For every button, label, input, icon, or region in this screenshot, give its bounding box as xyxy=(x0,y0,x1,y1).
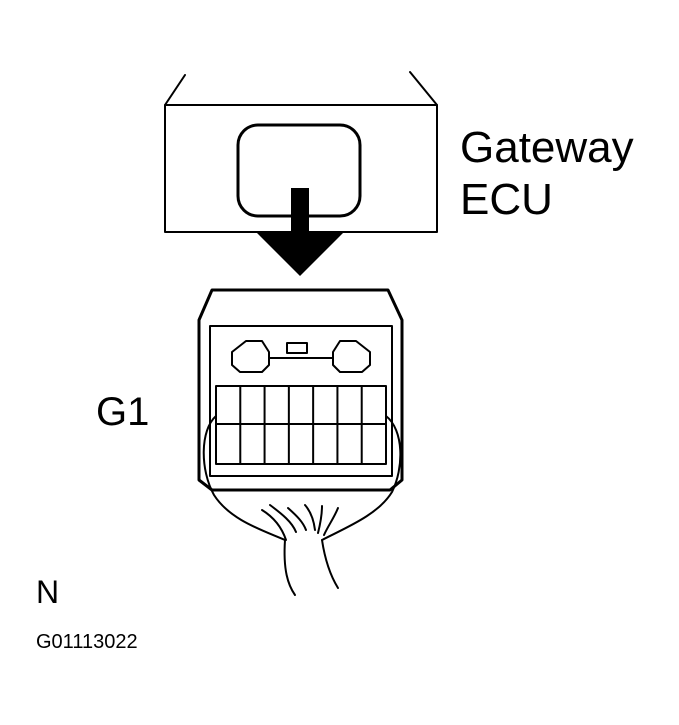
insert-arrow-icon xyxy=(256,188,344,276)
terminal-cells xyxy=(239,385,363,465)
wire-bundle xyxy=(202,415,402,596)
connector-label: G1 xyxy=(96,390,150,434)
terminal-grid xyxy=(215,385,387,465)
ecu-label-line1: Gateway xyxy=(460,123,634,172)
connector-latch xyxy=(231,340,371,373)
connector-housing-inner xyxy=(209,325,393,477)
connector-housing xyxy=(197,288,404,492)
figure-code-label: G01113022 xyxy=(36,631,138,653)
ecu-label-line2: ECU xyxy=(460,175,553,224)
view-note-label: N xyxy=(36,574,60,610)
